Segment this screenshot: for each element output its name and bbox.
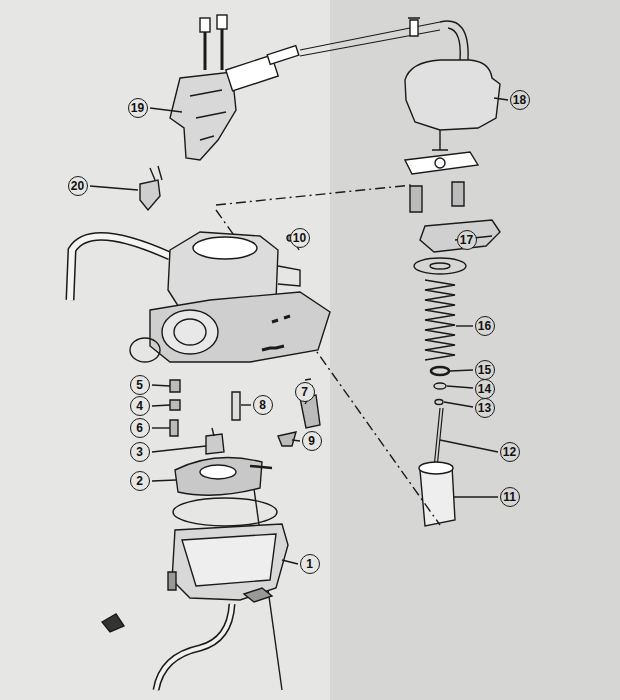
callout-number: 3 — [130, 442, 150, 462]
callout-number: 4 — [130, 396, 150, 416]
callout-number: 14 — [475, 379, 495, 399]
callout-number: 5 — [130, 375, 150, 395]
callout-number: 9 — [302, 431, 322, 451]
page-background — [330, 0, 620, 700]
callout-number: 6 — [130, 418, 150, 438]
callout-number: 10 — [290, 228, 310, 248]
callout-number: 1 — [300, 554, 320, 574]
callout-number: 16 — [475, 316, 495, 336]
callout-number: 11 — [500, 487, 520, 507]
callout-number: 2 — [130, 471, 150, 491]
callout-number: 20 — [68, 176, 88, 196]
callout-number: 12 — [500, 442, 520, 462]
callout-number: 7 — [295, 382, 315, 402]
callout-number: 19 — [128, 98, 148, 118]
callout-number: 18 — [510, 90, 530, 110]
callout-number: 17 — [457, 230, 477, 250]
callout-number: 15 — [475, 360, 495, 380]
callout-number: 8 — [253, 395, 273, 415]
callout-number: 13 — [475, 398, 495, 418]
